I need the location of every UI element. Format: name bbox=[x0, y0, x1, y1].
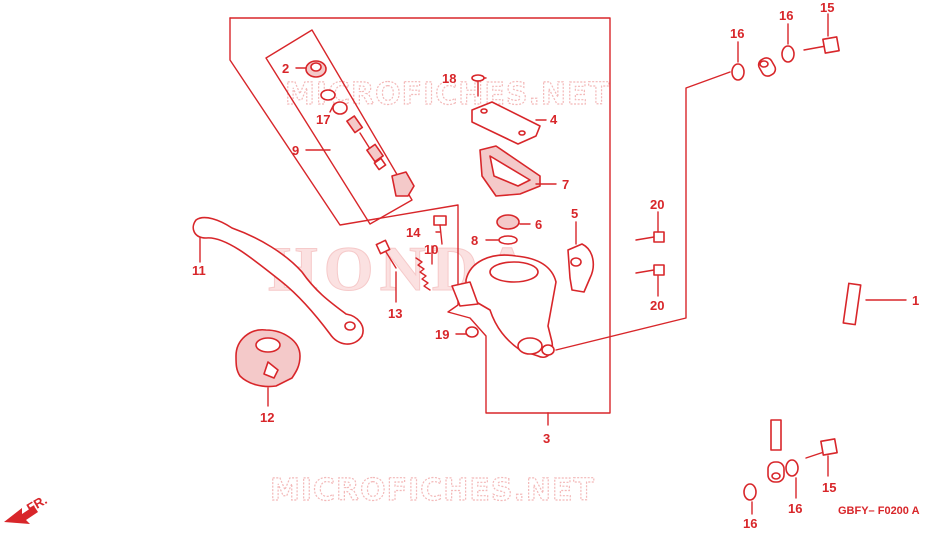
callout-20-upper: 20 bbox=[650, 197, 664, 212]
callout-9: 9 bbox=[292, 143, 299, 158]
callout-12: 12 bbox=[260, 410, 274, 425]
holder-5 bbox=[567, 243, 595, 293]
washer-16-a bbox=[731, 63, 745, 81]
front-direction-arrow: FR. bbox=[4, 492, 50, 524]
diagram-code: GBFY– F0200 A bbox=[838, 505, 920, 517]
brake-lever-11 bbox=[192, 216, 364, 345]
callout-10: 10 bbox=[424, 242, 438, 257]
callout-2: 2 bbox=[282, 61, 289, 76]
callout-11: 11 bbox=[192, 263, 206, 278]
callout-16-c: 16 bbox=[788, 501, 802, 516]
callout-3: 3 bbox=[543, 431, 550, 446]
callout-15-lower: 15 bbox=[822, 480, 836, 495]
diaphragm-6 bbox=[496, 214, 520, 230]
diaphragm-plate-7 bbox=[479, 145, 541, 197]
callout-20-lower: 20 bbox=[650, 298, 664, 313]
watermark-bottom: MICROFICHES.NET bbox=[270, 473, 595, 508]
bolt-20-upper bbox=[635, 231, 665, 243]
piston-set bbox=[305, 60, 415, 197]
callout-1: 1 bbox=[912, 293, 919, 308]
callout-16-a: 16 bbox=[730, 26, 744, 41]
lever-cover-12 bbox=[235, 329, 301, 388]
washer-8 bbox=[498, 235, 518, 245]
circlip-17 bbox=[320, 89, 348, 115]
callout-16-d: 16 bbox=[743, 516, 757, 531]
callout-6: 6 bbox=[535, 217, 542, 232]
callout-8: 8 bbox=[471, 233, 478, 248]
callout-labels: 1 2 3 4 5 6 7 8 9 10 11 12 13 14 15 15 1… bbox=[192, 0, 919, 531]
callout-13: 13 bbox=[388, 306, 402, 321]
pivot-bolt-13 bbox=[375, 239, 397, 269]
washer-16-d bbox=[743, 483, 757, 501]
washer-16-c bbox=[785, 459, 799, 477]
piston-9 bbox=[346, 115, 415, 197]
bolt-20-lower bbox=[635, 264, 665, 276]
callout-15-upper: 15 bbox=[820, 0, 834, 15]
leader-lines bbox=[199, 13, 907, 515]
arrow-icon bbox=[4, 506, 38, 524]
bolt-14 bbox=[433, 215, 447, 245]
callout-7: 7 bbox=[562, 177, 569, 192]
callout-16-b: 16 bbox=[779, 8, 793, 23]
assembly-bracket-3 bbox=[229, 17, 611, 426]
callout-14: 14 bbox=[406, 225, 421, 240]
assembly-bracket-9 bbox=[265, 29, 413, 225]
brake-hose-1 bbox=[757, 57, 882, 483]
callout-4: 4 bbox=[550, 112, 558, 127]
spring-10 bbox=[415, 257, 431, 291]
callout-17: 17 bbox=[316, 112, 330, 127]
callout-5: 5 bbox=[571, 206, 578, 221]
callout-19: 19 bbox=[435, 327, 449, 342]
washer-16-b bbox=[781, 45, 795, 63]
bolt-19 bbox=[465, 326, 479, 338]
boot-2 bbox=[305, 60, 327, 78]
master-cylinder-body-3 bbox=[451, 254, 557, 358]
callout-18: 18 bbox=[442, 71, 456, 86]
reservoir-cap-4 bbox=[471, 101, 541, 145]
banjo-bolt-15-upper bbox=[803, 36, 840, 54]
banjo-bolt-15-lower bbox=[805, 438, 838, 459]
hose-connection-line bbox=[555, 71, 731, 351]
